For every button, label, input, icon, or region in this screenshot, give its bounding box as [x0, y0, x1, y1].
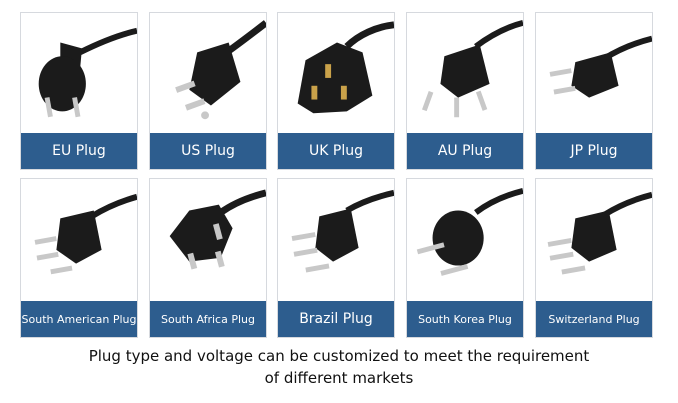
jp-plug-icon	[536, 13, 652, 133]
plug-label-eu: EU Plug	[21, 133, 137, 169]
plug-card-jp: JP Plug	[535, 12, 653, 170]
plug-card-south-american: South American Plug	[20, 178, 138, 338]
plug-card-switzerland: Switzerland Plug	[535, 178, 653, 338]
plug-card-south-africa: South Africa Plug	[149, 178, 267, 338]
plug-label-south-american: South American Plug	[21, 301, 137, 337]
plug-label-brazil: Brazil Plug	[278, 301, 394, 337]
plug-label-south-africa: South Africa Plug	[150, 301, 266, 337]
south-korea-plug-icon	[407, 179, 523, 301]
caption-line-1: Plug type and voltage can be customized …	[88, 347, 590, 365]
plug-card-eu: EU Plug	[20, 12, 138, 170]
plug-label-jp: JP Plug	[536, 133, 652, 169]
plug-card-south-korea: South Korea Plug	[406, 178, 524, 338]
us-plug-icon	[150, 13, 266, 133]
au-plug-icon	[407, 13, 523, 133]
plug-label-au: AU Plug	[407, 133, 523, 169]
plug-card-au: AU Plug	[406, 12, 524, 170]
plug-label-us: US Plug	[150, 133, 266, 169]
switzerland-plug-icon	[536, 179, 652, 301]
uk-plug-icon	[278, 13, 394, 133]
brazil-plug-icon	[278, 179, 394, 301]
plug-label-uk: UK Plug	[278, 133, 394, 169]
south-africa-plug-icon	[150, 179, 266, 301]
south-american-plug-icon	[21, 179, 137, 301]
caption-line-2: of different markets	[264, 369, 414, 387]
plug-card-us: US Plug	[149, 12, 267, 170]
eu-plug-icon	[21, 13, 137, 133]
plug-card-brazil: Brazil Plug	[277, 178, 395, 338]
plug-card-uk: UK Plug	[277, 12, 395, 170]
plug-label-south-korea: South Korea Plug	[407, 301, 523, 337]
plug-label-switzerland: Switzerland Plug	[536, 301, 652, 337]
plug-grid: EU Plug US Plug UK Plug	[20, 12, 653, 338]
